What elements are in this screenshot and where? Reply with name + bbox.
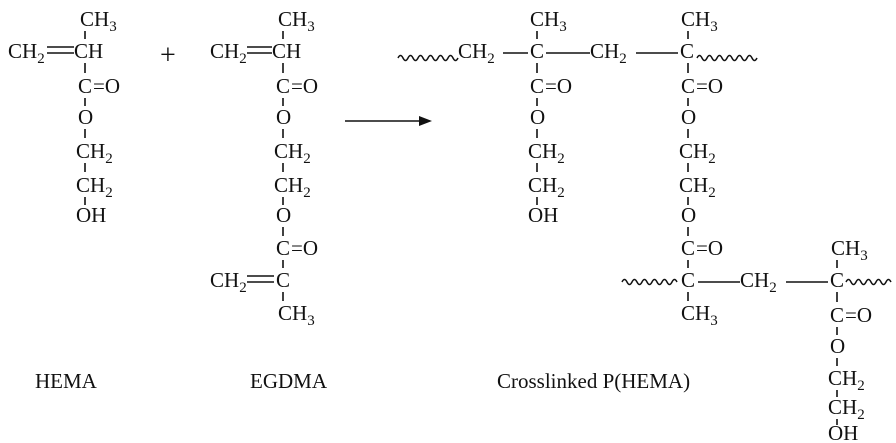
atom-label: OH	[828, 421, 858, 443]
atom-label: CH2​	[210, 268, 247, 296]
atom-label: C	[276, 236, 290, 260]
atom-label: CH3​	[681, 301, 718, 329]
atom-label: CH	[272, 39, 301, 63]
atom-label: O	[830, 334, 845, 358]
atom-label: O	[530, 105, 545, 129]
atom-label: CH3​	[278, 301, 315, 329]
atom-label: CH2​	[8, 39, 45, 67]
atom-label: CH2​	[528, 139, 565, 167]
atom-label: CH2​	[274, 173, 311, 201]
atom-label: =O	[291, 236, 318, 260]
atom-label: =O	[545, 74, 572, 98]
atom-label: C	[530, 74, 544, 98]
atom-label: CH2​	[76, 139, 113, 167]
atom-label: CH2​	[828, 366, 865, 394]
atom-label: CH3​	[278, 7, 315, 35]
atom-label: CH2​	[458, 39, 495, 67]
atom-label: C	[681, 74, 695, 98]
atom-label: CH3​	[681, 7, 718, 35]
atom-label: C	[276, 74, 290, 98]
atom-label: CH2​	[210, 39, 247, 67]
atom-label: C	[830, 303, 844, 327]
atom-label: C	[276, 268, 290, 292]
polymer-chain-wavy	[621, 278, 678, 286]
atom-label: CH2​	[76, 173, 113, 201]
hema-structure: CH3​ CH2​ CH C =O O CH2​ CH2​ OH	[8, 7, 120, 227]
atom-label: CH2​	[828, 395, 865, 423]
atom-label: CH3​	[831, 236, 868, 264]
atom-label: =O	[696, 74, 723, 98]
egdma-structure: CH3​ CH2​ CH C =O O CH2​ CH2​ O C =O CH2…	[210, 7, 318, 329]
atom-label: O	[276, 105, 291, 129]
atom-label: C	[78, 74, 92, 98]
polymer-chain-wavy	[397, 54, 459, 62]
caption-product: Crosslinked P(HEMA)	[497, 369, 690, 393]
atom-label: CH2​	[274, 139, 311, 167]
reaction-arrow	[345, 116, 432, 126]
polymer-chain-wavy	[696, 54, 758, 62]
atom-label: =O	[93, 74, 120, 98]
atom-label: CH2​	[740, 268, 777, 296]
atom-label: CH2​	[590, 39, 627, 67]
caption-egdma: EGDMA	[250, 369, 328, 393]
polymer-chain-wavy	[845, 278, 892, 286]
atom-label: CH	[74, 39, 103, 63]
atom-label: OH	[76, 203, 106, 227]
atom-label: CH3​	[80, 7, 117, 35]
atom-label: O	[681, 203, 696, 227]
atom-label: =O	[845, 303, 872, 327]
atom-label: OH	[528, 203, 558, 227]
atom-label: =O	[696, 236, 723, 260]
atom-label: C	[830, 268, 844, 292]
atom-label: C	[530, 39, 544, 63]
atom-label: CH2​	[679, 139, 716, 167]
atom-label: =O	[291, 74, 318, 98]
atom-label: C	[681, 268, 695, 292]
atom-label: O	[681, 105, 696, 129]
atom-label: CH3​	[530, 7, 567, 35]
atom-label: CH2​	[679, 173, 716, 201]
atom-label: CH2​	[528, 173, 565, 201]
atom-label: O	[78, 105, 93, 129]
atom-label: O	[276, 203, 291, 227]
atom-label: C	[681, 236, 695, 260]
atom-label: C	[680, 39, 694, 63]
plus-sign: +	[160, 40, 176, 71]
caption-hema: HEMA	[35, 369, 98, 393]
